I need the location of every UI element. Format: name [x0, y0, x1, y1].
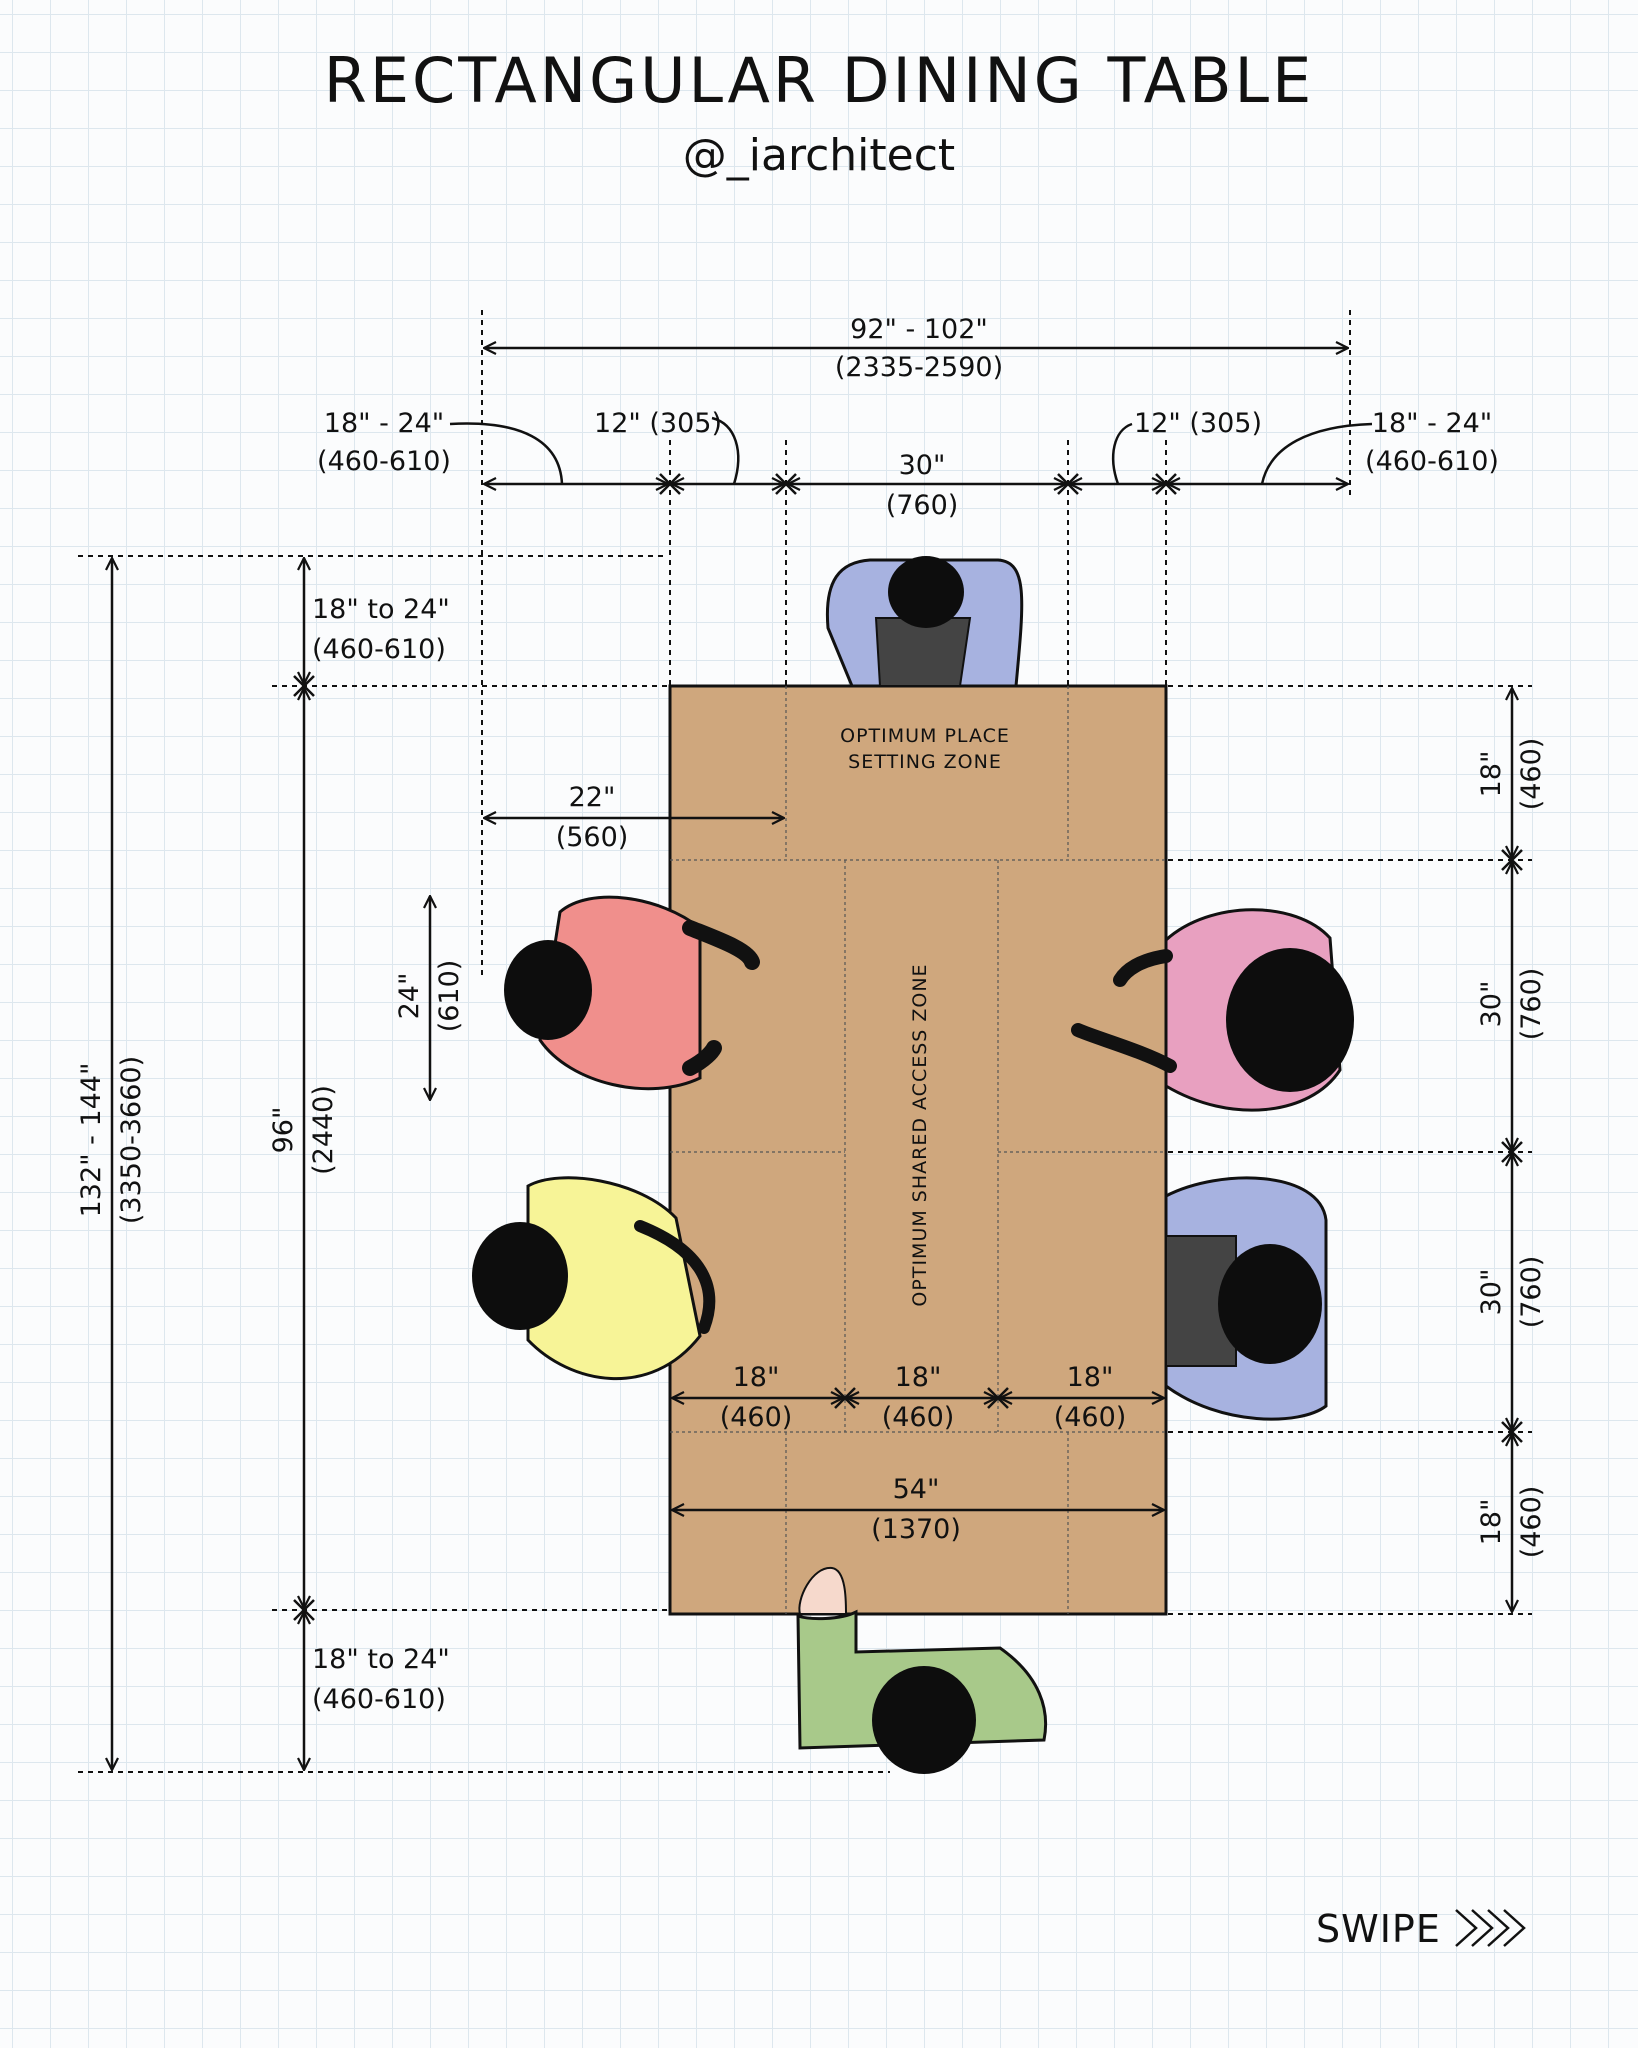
table-mid-label: 30": [899, 450, 946, 481]
total-length-label: 132" - 144": [76, 1063, 107, 1218]
right-seg4-label: 18": [1476, 1499, 1507, 1546]
swipe-label: SWIPE: [1316, 1907, 1441, 1951]
right-clear-mm-label: (460-610): [1365, 446, 1499, 477]
left-reach-label: 12" (305): [594, 408, 722, 439]
overall-width-label: 92" - 102": [850, 314, 988, 345]
diner-top: [825, 556, 1024, 688]
table-width-label: 54": [893, 1474, 940, 1505]
top-clear-label: 18" to 24": [312, 594, 450, 625]
inner-b-label: 18": [895, 1362, 942, 1393]
diner-right-upper: [1071, 908, 1354, 1112]
right-seg3-mm-label: (760): [1516, 1256, 1547, 1329]
bottom-clear-mm-label: (460-610): [312, 1684, 446, 1715]
seat-width-mm-label: (610): [434, 960, 465, 1033]
right-seg1-mm-label: (460): [1516, 738, 1547, 811]
right-seg2-label: 30": [1476, 981, 1507, 1028]
table-top: [668, 684, 1168, 1616]
place-zone-label-line2: SETTING ZONE: [848, 751, 1002, 773]
top-clear-mm-label: (460-610): [312, 634, 446, 665]
total-length-mm-label: (3350-3660): [116, 1056, 147, 1224]
table-length-mm-label: (2440): [308, 1085, 339, 1175]
bottom-clear-label: 18" to 24": [312, 1644, 450, 1675]
diner-bottom: [796, 1566, 1048, 1774]
diner-left-lower: [472, 1176, 716, 1381]
swipe-hint[interactable]: SWIPE: [1316, 1907, 1526, 1951]
diner-left-upper: [504, 895, 760, 1091]
place-depth-mm-label: (560): [556, 822, 629, 853]
right-reach-label: 12" (305): [1134, 408, 1262, 439]
left-clear-mm-label: (460-610): [317, 446, 451, 477]
right-clear-label: 18" - 24": [1372, 408, 1492, 439]
author-handle: @_iarchitect: [683, 130, 955, 181]
left-clear-label: 18" - 24": [324, 408, 444, 439]
inner-b-mm-label: (460): [882, 1402, 955, 1433]
dimension-labels: 92" - 102" (2335-2590) 18" - 24" (460-61…: [76, 314, 1547, 1715]
extension-lines: [78, 310, 1532, 1773]
overall-width-mm-label: (2335-2590): [835, 352, 1003, 383]
place-zone-label-line1: OPTIMUM PLACE: [840, 725, 1010, 747]
table-mid-mm-label: (760): [886, 490, 959, 521]
inner-c-label: 18": [1067, 1362, 1114, 1393]
inner-c-mm-label: (460): [1054, 1402, 1127, 1433]
table-width-mm-label: (1370): [871, 1514, 961, 1545]
seat-width-label: 24": [394, 973, 425, 1020]
right-seg1-label: 18": [1476, 751, 1507, 798]
inner-a-mm-label: (460): [720, 1402, 793, 1433]
page-title: RECTANGULAR DINING TABLE: [324, 44, 1315, 117]
right-seg2-mm-label: (760): [1516, 968, 1547, 1041]
table-length-label: 96": [268, 1107, 299, 1154]
inner-a-label: 18": [733, 1362, 780, 1393]
shared-zone-label: OPTIMUM SHARED ACCESS ZONE: [909, 963, 931, 1306]
right-seg3-label: 30": [1476, 1269, 1507, 1316]
chevrons-right-icon: [1455, 1909, 1526, 1947]
table: [668, 684, 1168, 1616]
right-seg4-mm-label: (460): [1516, 1486, 1547, 1559]
diner-right-lower: [1164, 1176, 1328, 1421]
dimension-lines: [112, 348, 1523, 1770]
place-depth-label: 22": [569, 782, 616, 813]
